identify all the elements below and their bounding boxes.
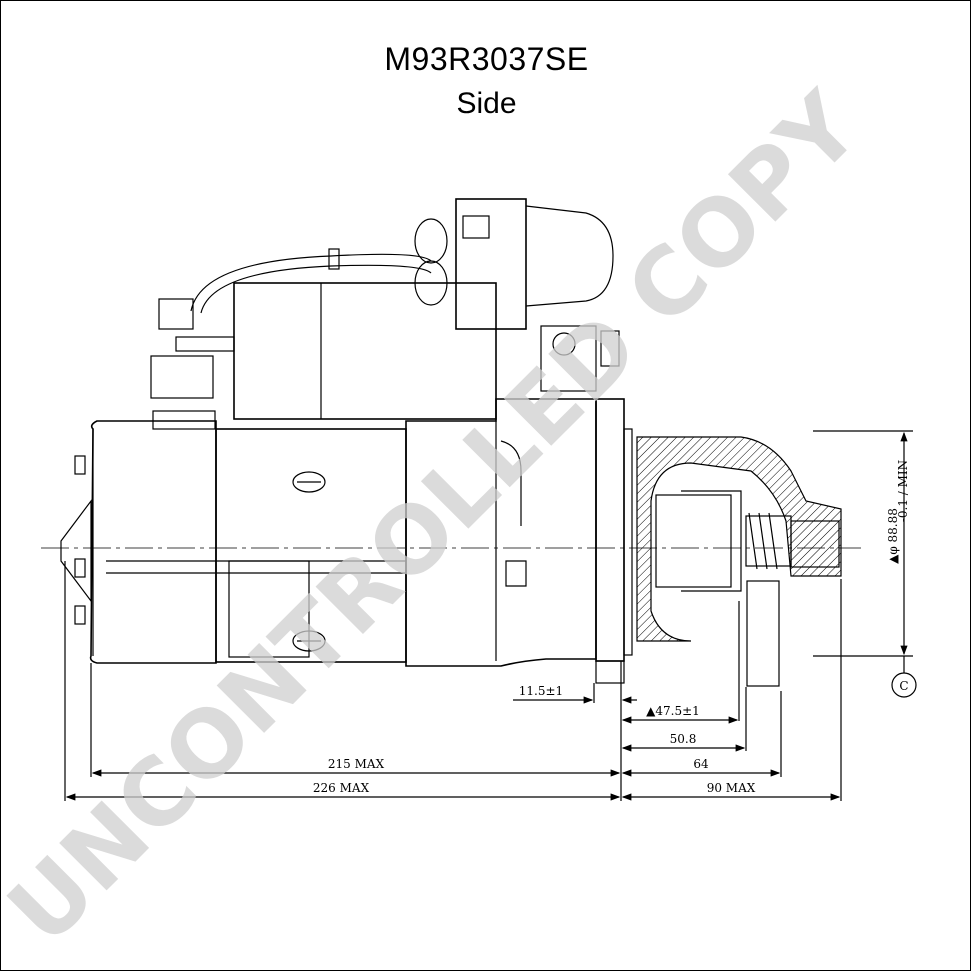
dim-47-5: ▲47.5±1	[646, 704, 700, 718]
drive-end-section	[636, 436, 842, 687]
dim-64: 64	[693, 757, 709, 771]
motor-body	[60, 398, 633, 684]
dim-90-max: 90 MAX	[707, 781, 756, 795]
dim-diameter: ▲φ 88.88	[886, 508, 900, 564]
dim-11-5: 11.5±1	[519, 684, 563, 698]
datum-label: C	[899, 679, 908, 693]
datum-symbol	[891, 672, 917, 698]
solenoid	[150, 198, 620, 430]
dim-50-8: 50.8	[670, 732, 697, 746]
uncontrolled-copy-watermark: UNCONTROLLED COPY	[1, 72, 881, 965]
dimension-lines	[64, 430, 917, 801]
dim-diameter-tolerance: -0.1 / MIN	[896, 460, 910, 522]
dim-226-max: 226 MAX	[313, 781, 370, 795]
view-label: Side	[456, 87, 517, 120]
part-number-title: M93R3037SE	[384, 41, 589, 77]
dim-215-max: 215 MAX	[328, 757, 385, 771]
